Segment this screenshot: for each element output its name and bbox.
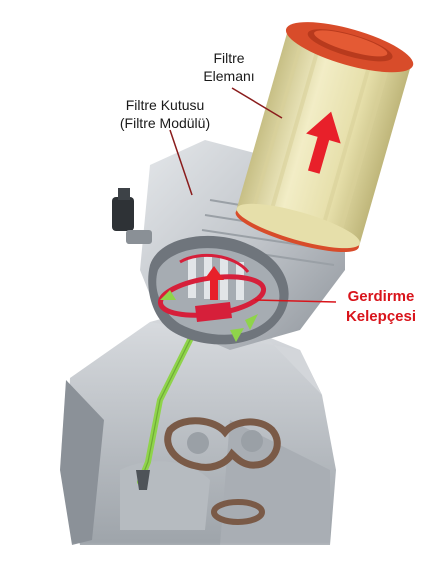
filter-element bbox=[235, 22, 414, 253]
leader-filter-element bbox=[231, 87, 283, 119]
flow-arrow bbox=[306, 111, 341, 174]
leader-filter-housing bbox=[169, 129, 193, 196]
label-tension-clamp-line2: Kelepçesi bbox=[345, 308, 417, 325]
oil-seal-gasket bbox=[164, 417, 281, 471]
round-oring bbox=[211, 499, 265, 525]
label-tension-clamp-line1: Gerdirme bbox=[347, 288, 415, 305]
label-filter-housing: Filtre Kutusu (Filtre Modülü) bbox=[104, 96, 226, 132]
label-filter-housing-line2: (Filtre Modülü) bbox=[119, 115, 211, 131]
internal-flow-arrow bbox=[204, 266, 224, 300]
tension-clamp bbox=[157, 253, 267, 342]
label-filter-element-line2: Elemanı bbox=[203, 68, 255, 84]
label-filter-housing-line1: Filtre Kutusu bbox=[125, 97, 205, 113]
pressure-sensor bbox=[112, 188, 152, 244]
label-filter-element-line1: Filtre bbox=[213, 50, 245, 66]
drain-tip bbox=[136, 470, 150, 490]
label-filter-element: Filtre Elemanı bbox=[197, 49, 261, 85]
leader-tension-clamp bbox=[254, 299, 337, 303]
label-tension-clamp: Gerdirme Kelepçesi bbox=[336, 287, 426, 327]
